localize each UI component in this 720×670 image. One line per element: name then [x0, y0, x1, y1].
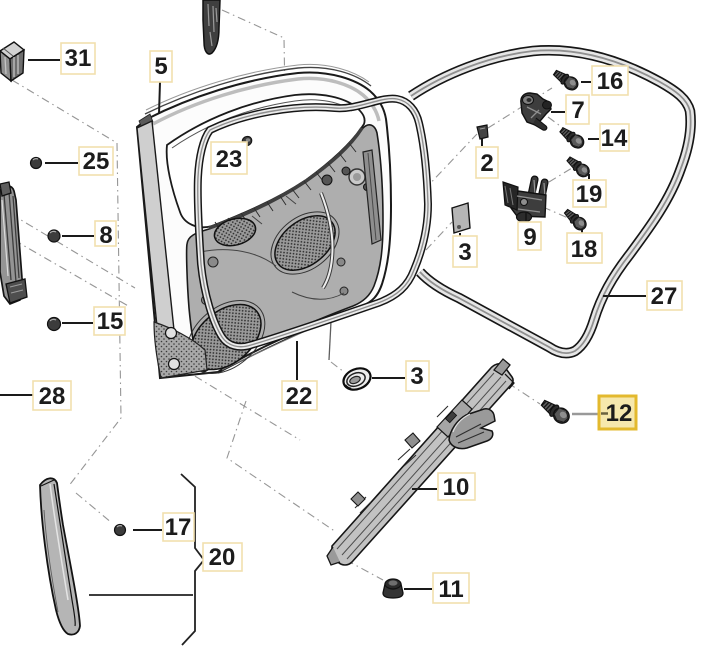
svg-text:7: 7	[571, 97, 584, 124]
svg-text:22: 22	[286, 383, 313, 410]
svg-text:20: 20	[209, 544, 236, 571]
svg-text:11: 11	[438, 576, 463, 603]
svg-text:3: 3	[458, 239, 471, 266]
svg-text:10: 10	[443, 474, 470, 501]
svg-text:23: 23	[216, 146, 243, 173]
svg-text:19: 19	[576, 181, 603, 208]
svg-text:28: 28	[39, 383, 66, 410]
svg-text:14: 14	[601, 125, 628, 152]
svg-text:8: 8	[99, 222, 112, 249]
svg-text:25: 25	[83, 148, 110, 175]
svg-text:16: 16	[597, 68, 624, 95]
svg-text:9: 9	[523, 224, 536, 251]
svg-text:12: 12	[606, 400, 633, 427]
svg-text:5: 5	[154, 53, 167, 80]
svg-text:3: 3	[410, 363, 423, 390]
svg-text:15: 15	[97, 308, 124, 335]
svg-text:18: 18	[571, 236, 598, 263]
svg-text:17: 17	[165, 514, 192, 541]
svg-text:31: 31	[65, 45, 92, 72]
svg-text:27: 27	[651, 283, 678, 310]
svg-text:2: 2	[480, 150, 493, 177]
